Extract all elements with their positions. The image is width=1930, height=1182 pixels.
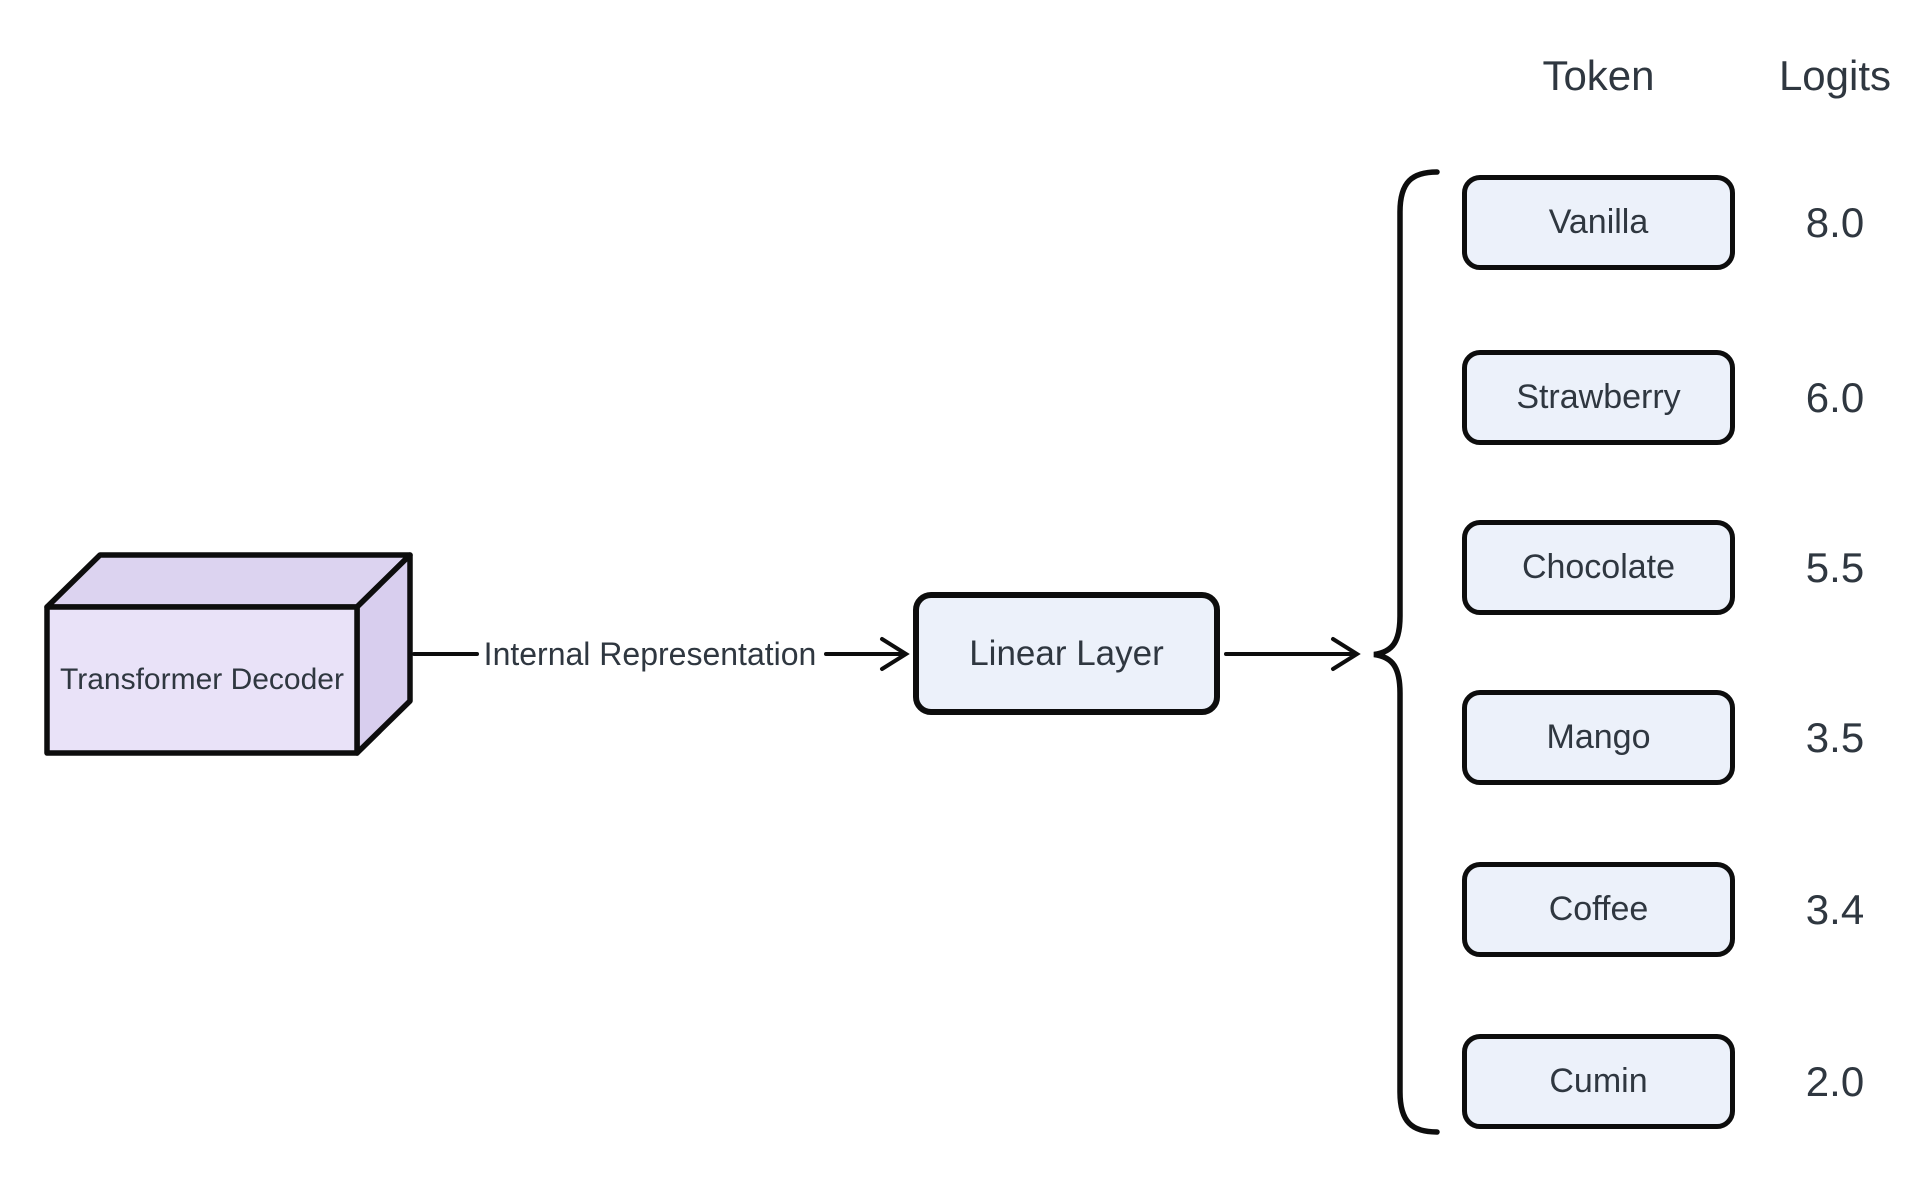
transformer-decoder-label: Transformer Decoder: [60, 663, 344, 696]
logit-value-vanilla: 8.0: [1805, 198, 1865, 246]
label-to-linear-arrow: [824, 637, 910, 671]
token-box-strawberry: Strawberry: [1462, 350, 1735, 445]
linear-layer-label: Linear Layer: [969, 633, 1164, 673]
decoder-box-top-face: [44, 552, 413, 610]
output-brace: [1373, 169, 1440, 1135]
logits-column-header: Logits: [1778, 52, 1892, 99]
linear-to-brace-arrow: [1224, 637, 1361, 671]
token-label: Strawberry: [1516, 378, 1681, 416]
internal-representation-label: Internal Representation: [483, 635, 817, 672]
token-label: Mango: [1546, 718, 1651, 756]
token-label: Coffee: [1548, 890, 1649, 928]
token-box-mango: Mango: [1462, 690, 1735, 785]
token-label: Chocolate: [1521, 548, 1676, 586]
token-label: Cumin: [1549, 1062, 1648, 1100]
decoder-box-front-face: [44, 604, 360, 756]
token-box-cumin: Cumin: [1462, 1034, 1735, 1129]
logit-value-strawberry: 6.0: [1805, 373, 1865, 421]
logit-value-coffee: 3.4: [1805, 885, 1865, 933]
token-column-header: Token: [1542, 52, 1655, 99]
token-box-vanilla: Vanilla: [1462, 175, 1735, 270]
logit-value-chocolate: 5.5: [1805, 543, 1865, 591]
logit-value-mango: 3.5: [1805, 713, 1865, 761]
logit-value-cumin: 2.0: [1805, 1057, 1865, 1105]
linear-layer-box: Linear Layer: [913, 592, 1220, 715]
token-box-coffee: Coffee: [1462, 862, 1735, 957]
token-box-chocolate: Chocolate: [1462, 520, 1735, 615]
token-label: Vanilla: [1548, 203, 1649, 241]
